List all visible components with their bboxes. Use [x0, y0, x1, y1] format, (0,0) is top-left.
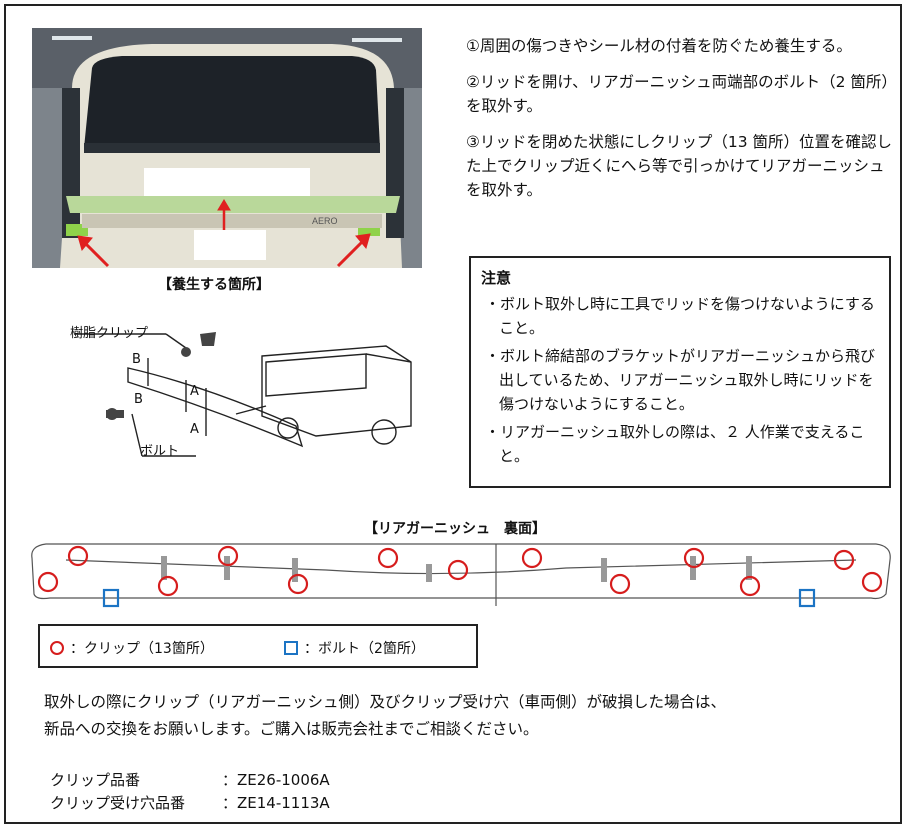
- photo-caption: 【養生する箇所】: [158, 277, 270, 293]
- caution-title: 注意: [481, 269, 512, 287]
- rear-garnish-diagram: [26, 538, 896, 618]
- step-2: ②リッドを開け、リアガーニッシュ両端部のボルト（2 箇所）を取外す。: [466, 73, 890, 115]
- redaction-box: [144, 168, 310, 196]
- clip-marker: [217, 545, 239, 567]
- replacement-note-line: 取外しの際にクリップ（リアガーニッシュ側）及びクリップ受け穴（車両側）が破損した…: [44, 693, 727, 711]
- redaction-box: [194, 230, 266, 260]
- clip-marker: [67, 545, 89, 567]
- clip-marker: [861, 571, 883, 593]
- step-3: ③リッドを閉めた状態にしクリップ（13 箇所）位置を確認した上でクリップ近くにへ…: [466, 133, 893, 199]
- marker-a: A: [190, 422, 199, 437]
- marker-b: B: [132, 352, 141, 367]
- clip-marker: [833, 549, 855, 571]
- bolt-marker: [102, 588, 120, 608]
- procedure-steps: ①周囲の傷つきやシール材の付着を防ぐため養生する。 ②リッドを開け、リアガーニッ…: [466, 34, 896, 214]
- replacement-note: 取外しの際にクリップ（リアガーニッシュ側）及びクリップ受け穴（車両側）が破損した…: [44, 689, 726, 743]
- part-row: クリップ品番 ：ZE26-1006A: [50, 769, 330, 792]
- part-label: クリップ品番: [50, 771, 141, 789]
- marker-a: A: [190, 384, 199, 399]
- bus-rear-photo: AERO: [32, 28, 422, 268]
- clip-label: 樹脂クリップ: [70, 326, 149, 341]
- part-value: ：ZE26-1006A: [222, 771, 330, 789]
- clip-marker: [37, 571, 59, 593]
- clip-marker: [683, 547, 705, 569]
- legend-bolt-label: ：ボルト（2箇所）: [304, 641, 425, 657]
- exploded-diagram: 樹脂クリップ ボルト B B A A: [66, 316, 466, 486]
- blue-square-icon: [284, 641, 298, 655]
- marker-b: B: [134, 392, 143, 407]
- clip-marker: [521, 547, 543, 569]
- clip-marker: [447, 559, 469, 581]
- clip-marker: [377, 547, 399, 569]
- step-1: ①周囲の傷つきやシール材の付着を防ぐため養生する。: [466, 37, 852, 55]
- clip-marker: [739, 575, 761, 597]
- caution-box: 注意 ・ボルト取外し時に工具でリッドを傷つけないようにすること。 ・ボルト締結部…: [469, 256, 891, 488]
- legend-clip-label: ：クリップ（13箇所）: [70, 641, 214, 657]
- legend-box: ：クリップ（13箇所） ：ボルト（2箇所）: [38, 624, 478, 668]
- badge-text: AERO: [312, 216, 338, 226]
- part-numbers: クリップ品番 ：ZE26-1006A クリップ受け穴品番 ：ZE14-1113A: [50, 769, 330, 815]
- legend-clip: ：クリップ（13箇所）: [50, 638, 214, 658]
- bolt-marker: [798, 588, 816, 608]
- caution-item: ・ボルト取外し時に工具でリッドを傷つけないようにすること。: [485, 295, 875, 337]
- caution-item: ・ボルト締結部のブラケットがリアガーニッシュから飛び出しているため、リアガーニッ…: [485, 347, 876, 413]
- clip-marker: [609, 573, 631, 595]
- clip-marker: [287, 573, 309, 595]
- part-row: クリップ受け穴品番 ：ZE14-1113A: [50, 792, 330, 815]
- replacement-note-line: 新品への交換をお願いします。ご購入は販売会社までご相談ください。: [44, 720, 539, 738]
- legend-bolt: ：ボルト（2箇所）: [284, 638, 425, 658]
- clip-marker: [157, 575, 179, 597]
- caution-item: ・リアガーニッシュ取外しの際は、２ 人作業で支えること。: [485, 423, 865, 465]
- bolt-label: ボルト: [140, 444, 180, 459]
- red-circle-icon: [50, 641, 64, 655]
- part-label: クリップ受け穴品番: [50, 794, 186, 812]
- part-value: ：ZE14-1113A: [222, 794, 330, 812]
- document-page: AERO 【養生する箇所】 ①周囲の傷つきやシール材の付着を防ぐため養生する。 …: [4, 4, 902, 824]
- rear-garnish-title: 【リアガーニッシュ 裏面】: [364, 521, 546, 537]
